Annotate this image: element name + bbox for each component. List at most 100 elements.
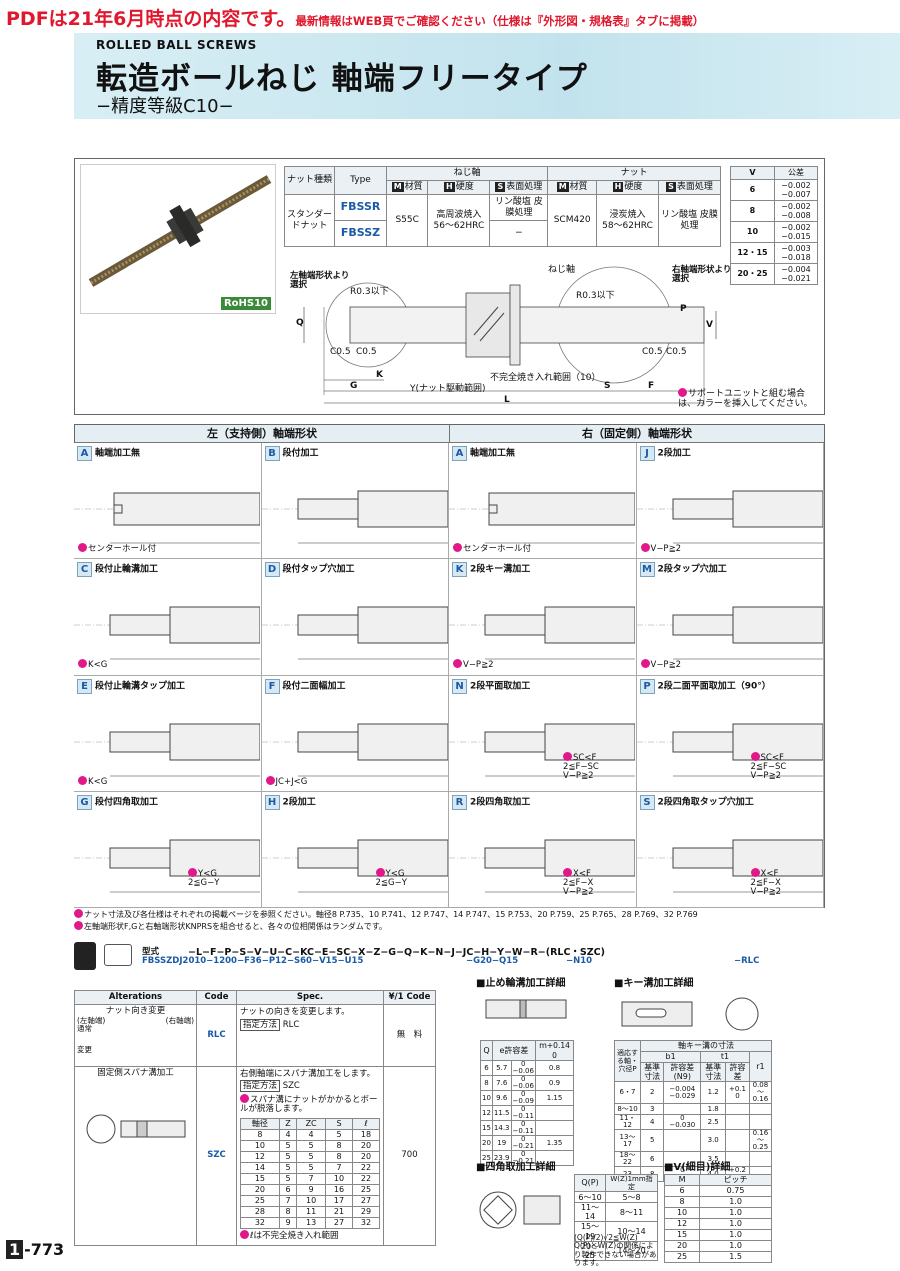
fine-cell: 6 [663,1185,701,1197]
shape-note: SC<F 2≦F−SC V−P≧2 [563,751,599,782]
fine-title: ■V(細目)詳細 [664,1162,731,1173]
snap-cell: 9.6 [491,1090,512,1107]
key-h-dim: 軸キー溝の寸法 [640,1040,772,1052]
key-h-r1: r1 [748,1050,773,1083]
caution-icon [640,543,650,552]
szc-cell: 5 [325,1129,353,1142]
key-h-base: 基準寸法 [639,1061,665,1083]
spec-nut-surface: リン酸塩 皮膜処理 [658,194,721,247]
spec-screw-surface-2: − [489,220,549,247]
szc-th: S [325,1118,353,1131]
shape-title: 2段キー溝加工 [470,564,531,575]
snap-cell: 19 [491,1135,512,1152]
shape-note: Y<G 2≦G−Y [188,867,219,889]
szc-cell: 25 [240,1195,280,1208]
tol-lower: −0.015 [781,232,811,241]
shape-drawing [449,723,635,776]
shape-note-text: センターホール付 [463,544,532,554]
dim-q: Q [296,318,304,328]
szc-cell: 21 [325,1206,353,1219]
snap-cell: 0.8 [534,1060,575,1077]
tol-upper: −0.004 [781,264,811,274]
rlc-price: 無 料 [383,1004,436,1067]
square-cell: 15〜19 [573,1221,607,1242]
footnote-1-text: ナット寸法及び各仕様はそれぞれの掲載ページを参照ください。軸径8 P.735、1… [84,910,698,919]
fine-cell: 1.0 [699,1196,772,1208]
key-cell: 2 [639,1081,665,1105]
snap-cell [534,1120,575,1137]
rlc-normal: 通常 [77,1024,92,1034]
square-cell: 14〜20 [605,1240,658,1262]
tol-upper: −0.002 [781,222,811,232]
tol-v: 12・15 [730,242,775,264]
spec-nut-material: SCM420 [547,194,597,247]
tol-lower: −0.008 [781,211,811,220]
snap-cell: 11.5 [491,1105,512,1122]
key-h-b1: b1 [639,1051,702,1063]
caution-icon [265,775,275,785]
shape-title: 2段加工 [657,448,691,459]
right-shape-header: 右（固定側）軸端形状 [450,425,824,443]
szc-cell: 11 [296,1206,326,1219]
snap-cell: 25 [480,1150,493,1167]
square-cell: 5〜8 [605,1191,658,1204]
caution-icon [640,659,650,669]
shape-code: B [264,446,280,461]
spec-screw-material: S55C [385,194,429,247]
key-cell: 8〜10 [614,1103,641,1116]
snap-cell [534,1150,575,1167]
shape-title: 2段平面取加工 [470,681,531,691]
shape-code: K [452,562,467,578]
header-english: ROLLED BALL SCREWS [96,38,257,52]
shape-note: K<G [78,659,107,670]
tol-upper: −0.003 [781,243,811,253]
shape-note-text: V−P≧2 [650,544,682,554]
tol-v: 6 [730,179,775,201]
key-h-tolb: 許容差(N9) [663,1061,702,1083]
shape-drawing [261,606,448,660]
header-band [74,33,900,119]
key-cell: 0.08 〜0.16 [748,1081,773,1105]
spec-h-hardness: 硬度 [455,182,474,193]
szc-cell: 5 [278,1151,298,1164]
szc-th: Z [278,1118,298,1131]
snap-cell: 0 −0.11 [510,1120,536,1137]
c05-right: C0.5 [642,347,663,357]
shape-code: F [264,678,280,694]
footnote-2-text: 左軸端形状F,Gと右軸端形状KNPRSを組合せると、各々の位相関係はランダムです… [84,922,387,931]
rlc-left-shaft: (左軸端) [77,1015,106,1025]
key-cell: 2.5 [700,1114,727,1131]
szc-cell: 20 [240,1184,280,1197]
tol-v: 10 [730,221,775,243]
shape-code: A [452,446,467,461]
key-h-base: 基準寸法 [700,1061,727,1083]
r03-left: R0.3以下 [350,287,389,297]
tol-lower: −0.007 [781,190,811,199]
caution-icon [74,921,83,930]
shape-drawing [449,839,635,893]
shape-note-text: V−P≧2 [650,660,682,671]
szc-cell: 8 [240,1129,280,1142]
szc-foot: ℓは不完全焼き入れ範囲 [250,1231,339,1242]
spec-type-fbssz: FBSSZ [334,220,387,247]
fine-cell: 1.0 [699,1240,772,1252]
shape-code: J [639,446,655,461]
caution-icon [750,867,760,877]
szc-cell: 4 [296,1129,326,1142]
shape-title: 段付二面幅加工 [282,681,346,691]
alt-h-code: Code [196,990,237,1005]
szc-cell: 9 [296,1184,326,1197]
szc-cell: 7 [278,1195,298,1208]
spec-h-hardness-nut: 硬度 [624,182,643,193]
order-label: 型式 [142,947,160,957]
key-cell [748,1151,773,1168]
shape-drawing [449,492,635,544]
ball-screw-image [88,175,272,287]
fine-cell: 1.0 [699,1207,772,1219]
szc-cell: 15 [240,1173,280,1186]
